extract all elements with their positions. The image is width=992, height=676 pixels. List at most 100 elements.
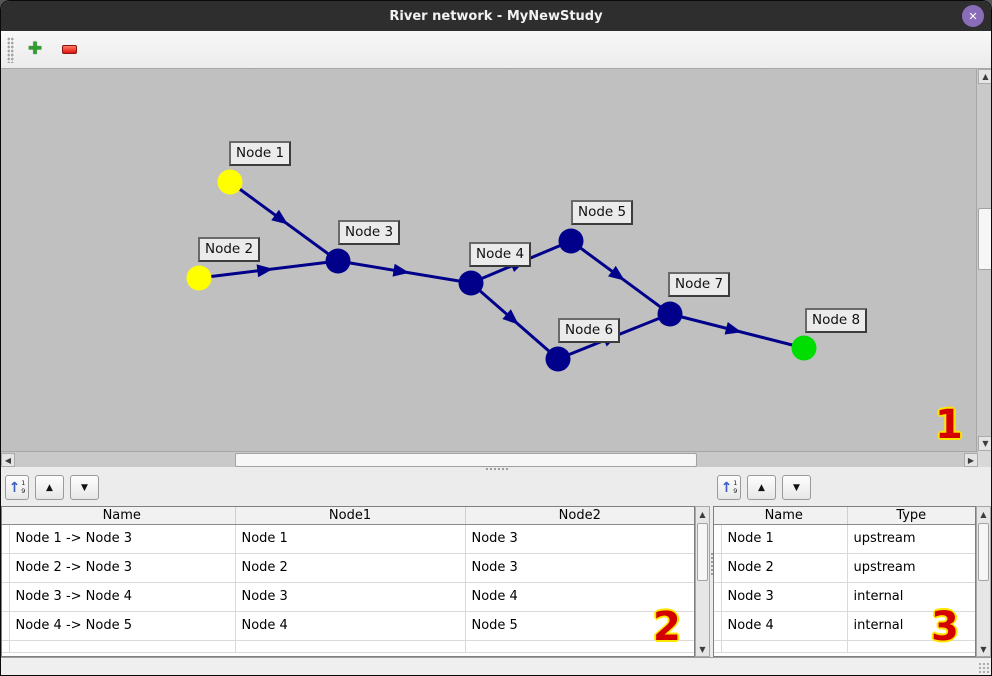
node-label[interactable]: Node 5 [571, 200, 634, 225]
move-down-button[interactable]: ▼ [782, 475, 811, 500]
table-cell[interactable]: Node 2 [235, 553, 466, 583]
row-header-strip [714, 582, 722, 612]
node-label[interactable]: Node 2 [198, 237, 261, 262]
scroll-thumb[interactable] [697, 523, 708, 581]
splitter-handle-icon [710, 552, 713, 576]
scroll-down-icon[interactable]: ▼ [978, 436, 991, 451]
column-header[interactable]: Name [721, 507, 848, 525]
window-resize-grip[interactable] [978, 662, 990, 674]
table-cell[interactable]: Node 3 [465, 524, 694, 554]
canvas-horizontal-scrollbar[interactable]: ◀ ▶ [1, 451, 978, 467]
up-triangle-icon: ▲ [758, 482, 765, 493]
canvas-region: Node 1 Node 2 Node 3 Node 4 Node 5 Node 6 Node… [1, 69, 991, 467]
scroll-up-icon[interactable]: ▲ [978, 69, 991, 84]
horizontal-splitter[interactable] [1, 467, 991, 471]
scroll-thumb[interactable] [978, 523, 989, 581]
scroll-up-icon[interactable]: ▲ [696, 507, 709, 521]
row-header-strip [2, 524, 10, 554]
scroll-right-icon[interactable]: ▶ [964, 453, 978, 467]
close-button[interactable]: ✕ [962, 5, 984, 27]
row-header-strip [714, 524, 722, 554]
window-title: River network - MyNewStudy [389, 8, 603, 24]
edge-arrow-icon [392, 263, 410, 277]
table-cell[interactable]: Node 4 [465, 582, 694, 612]
node-label[interactable]: Node 6 [558, 318, 621, 343]
table-cell[interactable]: Node 2 [721, 553, 848, 583]
table-cell[interactable]: Node 4 [235, 611, 466, 641]
remove-button[interactable] [58, 39, 80, 61]
node[interactable] [325, 248, 351, 274]
table-cell[interactable]: Node 5 [465, 611, 694, 641]
annotation-marker-3: 3 [931, 604, 959, 650]
node[interactable] [791, 335, 817, 361]
main-toolbar: ✚ [1, 31, 991, 69]
move-down-button[interactable]: ▼ [70, 475, 99, 500]
table-cell[interactable]: Node 1 [721, 524, 848, 554]
table-cell[interactable]: Node 3 [235, 582, 466, 612]
empty-row [2, 640, 694, 653]
column-header[interactable]: Node1 [235, 507, 466, 525]
node[interactable] [545, 346, 571, 372]
node[interactable] [458, 270, 484, 296]
node-label[interactable]: Node 4 [469, 242, 532, 267]
node-label[interactable]: Node 1 [229, 141, 292, 166]
node[interactable] [217, 169, 243, 195]
node[interactable] [657, 301, 683, 327]
scroll-left-icon[interactable]: ◀ [1, 453, 15, 467]
add-button[interactable]: ✚ [24, 39, 46, 61]
node[interactable] [186, 265, 212, 291]
table-cell[interactable]: Node 4 -> Node 5 [9, 611, 236, 641]
column-header[interactable]: Type [847, 507, 975, 525]
table-cell[interactable]: upstream [847, 524, 975, 554]
titlebar[interactable]: River network - MyNewStudy ✕ [1, 1, 991, 31]
annotation-marker-2: 2 [653, 604, 681, 650]
edge-arrow-icon [271, 209, 289, 225]
table-cell[interactable]: Node 2 -> Node 3 [9, 553, 236, 583]
edge-arrow-icon [502, 309, 519, 325]
table-cell[interactable]: Node 1 -> Node 3 [9, 524, 236, 554]
node[interactable] [558, 228, 584, 254]
row-header-strip [714, 611, 722, 641]
table-cell[interactable]: upstream [847, 553, 975, 583]
table-cell[interactable]: Node 3 [465, 553, 694, 583]
table-cell[interactable]: internal [847, 611, 975, 641]
scroll-down-icon[interactable]: ▼ [977, 642, 990, 656]
up-triangle-icon: ▲ [46, 482, 53, 493]
network-canvas[interactable]: Node 1 Node 2 Node 3 Node 4 Node 5 Node 6 Node… [1, 69, 976, 451]
sort-icon: ↑ 1 9 [8, 479, 26, 496]
table-cell[interactable]: internal [847, 582, 975, 612]
table-cell[interactable]: Node 3 -> Node 4 [9, 582, 236, 612]
horizontal-scroll-thumb[interactable] [235, 453, 697, 467]
canvas-vertical-scrollbar[interactable]: ▲ ▼ [976, 69, 991, 451]
column-header[interactable]: Node2 [465, 507, 694, 525]
scroll-down-icon[interactable]: ▼ [696, 642, 709, 656]
sort-button[interactable]: ↑ 1 9 [717, 475, 741, 500]
toolbar-grip[interactable] [7, 36, 14, 63]
table-cell[interactable]: Node 1 [235, 524, 466, 554]
edges-table-scrollbar[interactable]: ▲ ▼ [695, 506, 710, 657]
node-label[interactable]: Node 7 [668, 272, 731, 297]
vertical-splitter[interactable] [710, 471, 713, 657]
edges-panel-toolbar: ↑ 1 9 ▲ ▼ [1, 471, 710, 506]
move-up-button[interactable]: ▲ [747, 475, 776, 500]
node-label[interactable]: Node 8 [805, 308, 868, 333]
vertical-scroll-thumb[interactable] [978, 208, 991, 270]
table-cell[interactable]: Node 4 [721, 611, 848, 641]
node-label[interactable]: Node 3 [338, 220, 401, 245]
column-header[interactable]: Name [9, 507, 236, 525]
nodes-table-scrollbar[interactable]: ▲ ▼ [976, 506, 991, 657]
sort-button[interactable]: ↑ 1 9 [5, 475, 29, 500]
scroll-up-icon[interactable]: ▲ [977, 507, 990, 521]
move-up-button[interactable]: ▲ [35, 475, 64, 500]
nodes-panel-toolbar: ↑ 1 9 ▲ ▼ [713, 471, 991, 506]
table-cell[interactable]: Node 3 [721, 582, 848, 612]
